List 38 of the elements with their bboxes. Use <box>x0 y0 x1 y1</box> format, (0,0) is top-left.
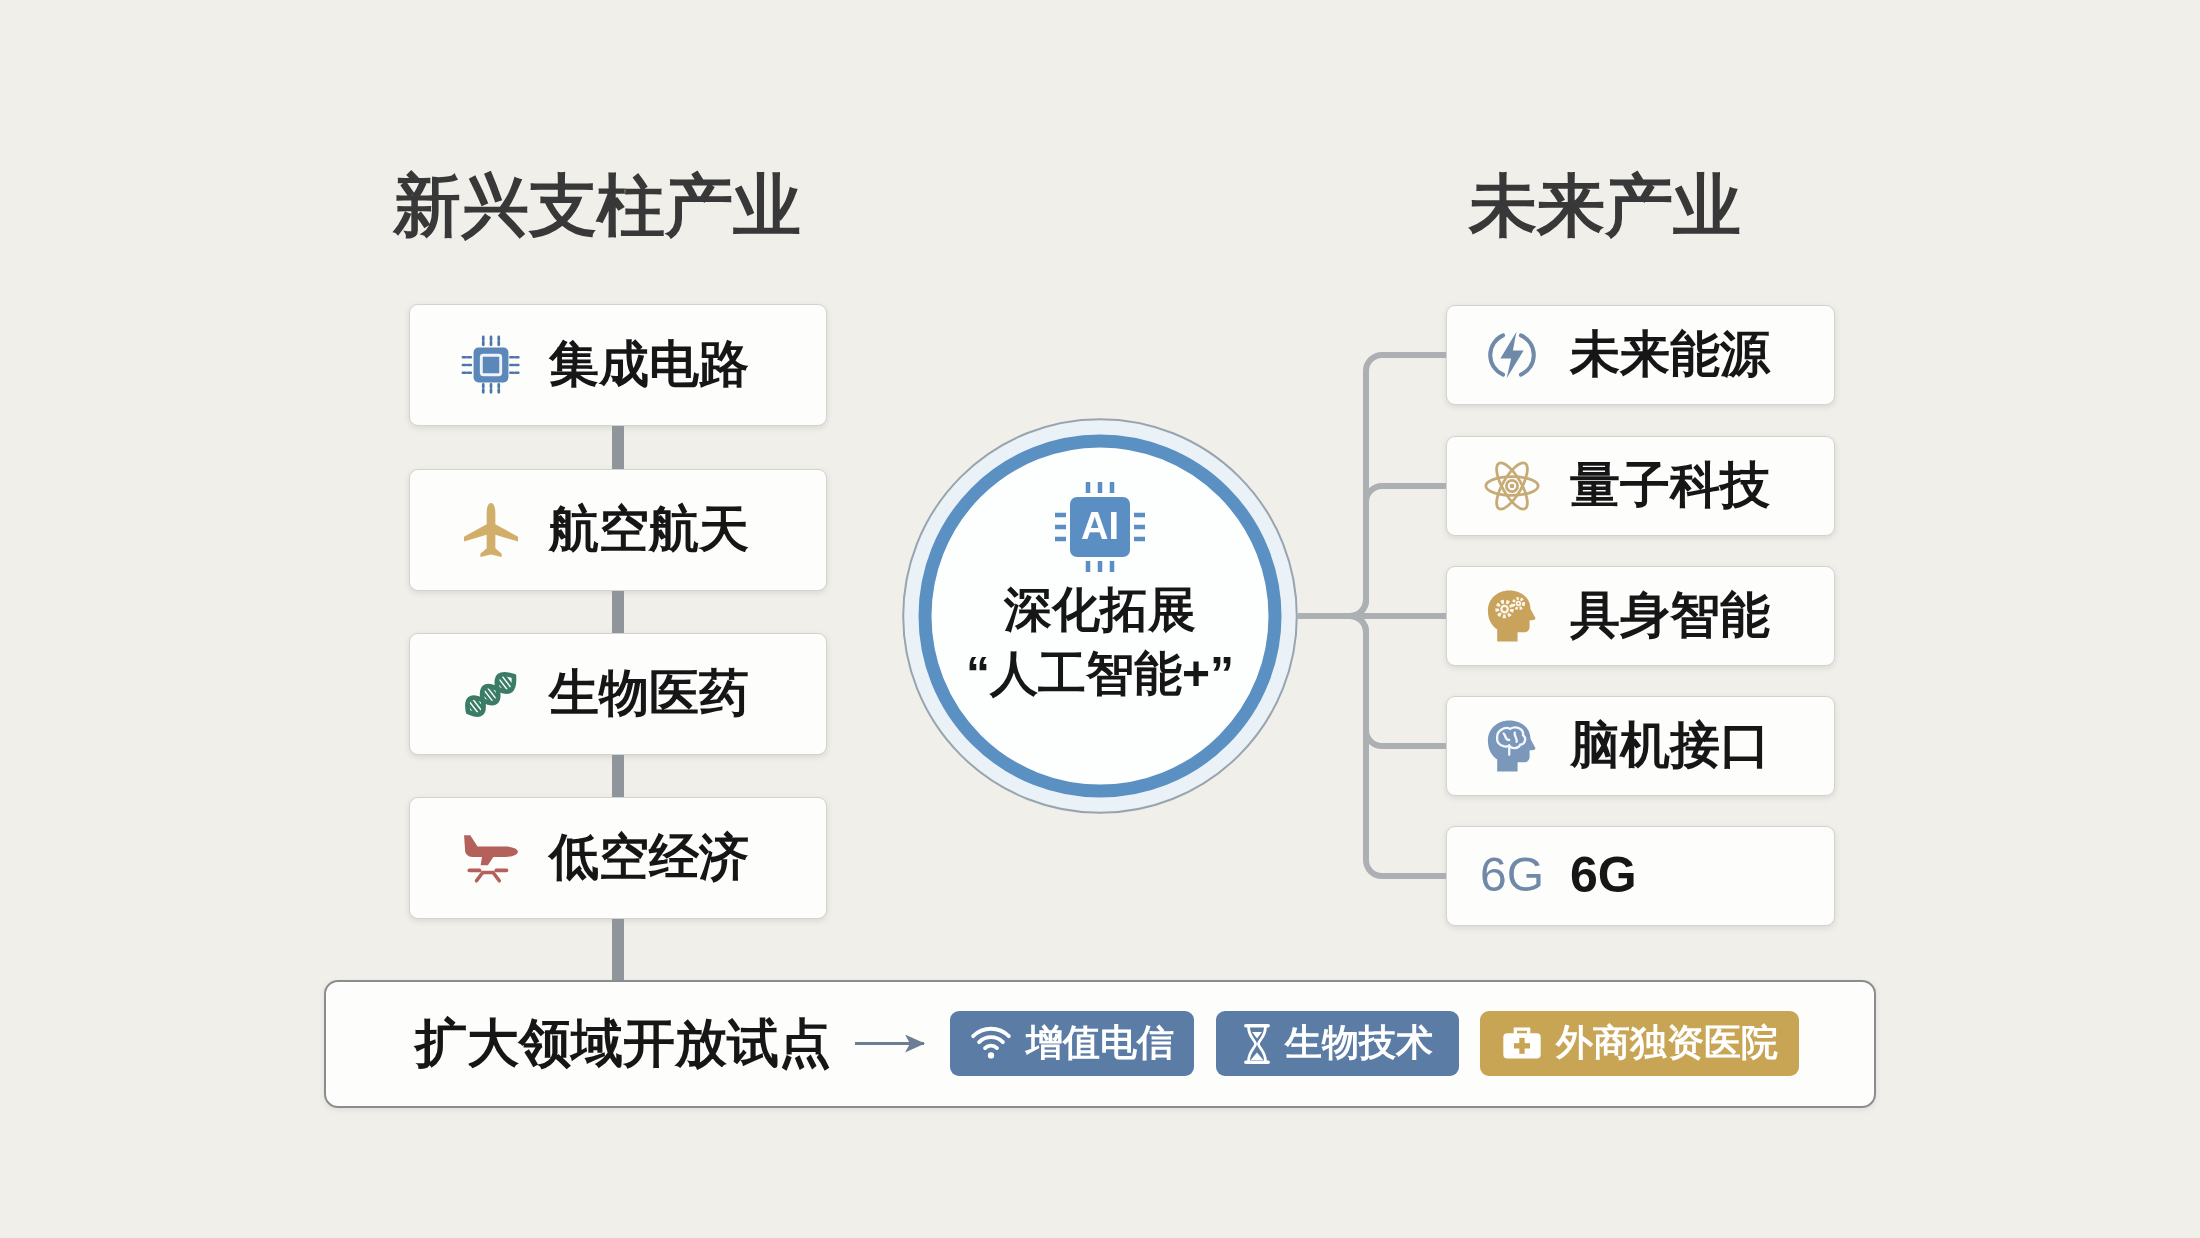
industry-name: 未来能源 <box>1570 327 1770 382</box>
chip-label: AI <box>1081 506 1119 548</box>
industry-card <box>409 304 827 426</box>
industry-card <box>1446 566 1835 666</box>
column-heading: 未来产业 <box>1469 168 1741 243</box>
industry-card <box>1446 436 1835 536</box>
industry-card <box>1446 826 1835 926</box>
connector-line <box>612 591 624 633</box>
column-heading: 新兴支柱产业 <box>393 168 801 243</box>
industry-name: 量子科技 <box>1570 458 1770 513</box>
industry-name: 6G <box>1570 848 1637 903</box>
industry-name: 低空经济 <box>549 830 749 885</box>
connector-line <box>612 426 624 469</box>
pilot-panel <box>324 980 1876 1108</box>
symbol-text: 6G <box>1480 849 1544 902</box>
heading-text: 扩大领域开放试点 <box>415 1015 831 1073</box>
sector-tag <box>1480 1011 1799 1076</box>
hub-circle <box>902 418 1298 814</box>
sector-name: 生物技术 <box>1284 1023 1433 1064</box>
industry-name: 具身智能 <box>1570 588 1770 643</box>
hub-text: 深化拓展“人工智能+” <box>966 582 1234 702</box>
sector-name: 外商独资医院 <box>1555 1023 1778 1064</box>
connector-line <box>1298 613 1446 879</box>
sector-name: 增值电信 <box>1026 1023 1174 1064</box>
industry-card <box>1446 696 1835 796</box>
industry-card <box>409 469 827 591</box>
arrow <box>855 1034 925 1053</box>
industry-name: 脑机接口 <box>1570 718 1770 773</box>
industry-card <box>409 633 827 755</box>
connector-line <box>612 919 624 980</box>
industry-card <box>1446 305 1835 405</box>
industry-card <box>409 797 827 919</box>
industry-name: 生物医药 <box>549 666 749 721</box>
sector-tag <box>950 1011 1194 1076</box>
connector-line <box>612 755 624 797</box>
industry-name: 航空航天 <box>549 502 749 557</box>
industry-name: 集成电路 <box>549 337 749 392</box>
sector-tag <box>1216 1011 1459 1076</box>
